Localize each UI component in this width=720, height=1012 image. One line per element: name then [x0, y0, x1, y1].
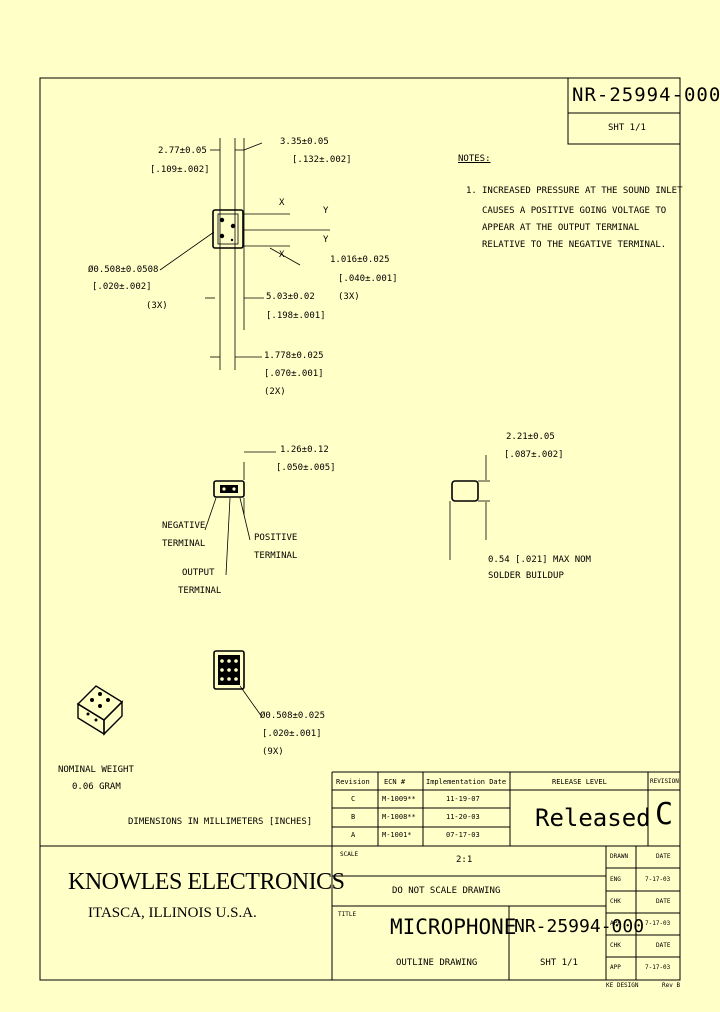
dim-label: (3X): [338, 292, 360, 302]
part-number: NR-25994-000: [572, 84, 720, 106]
approval-role: ENG: [610, 876, 621, 883]
approval-date-label: DATE: [656, 942, 671, 949]
weight-value: 0.06 GRAM: [72, 782, 121, 792]
dim-label: 1.016±0.025: [330, 255, 390, 265]
dim-y-label: Y: [323, 206, 329, 216]
dim-label: [.040±.001]: [338, 274, 398, 284]
isometric-view: [76, 685, 124, 736]
note-number: 1.: [466, 186, 477, 196]
dim-label: [.020±.001]: [262, 729, 322, 739]
approval-role: APP: [610, 920, 621, 927]
footer-right: Rev B: [662, 982, 681, 989]
outer-border: [39, 77, 681, 981]
dim-label: 1.778±0.025: [264, 351, 324, 361]
title-part-number: NR-25994-000: [514, 916, 645, 937]
approval-role: CHK: [610, 942, 621, 949]
company-location: ITASCA, ILLINOIS U.S.A.: [88, 905, 257, 921]
dim-x-label: X: [279, 198, 285, 208]
dim-label: (2X): [264, 387, 286, 397]
revision-cell: 07-17-03: [446, 831, 480, 839]
side-view: [449, 455, 490, 560]
approval-date: 7-17-03: [645, 920, 671, 927]
drawing-subtitle: OUTLINE DRAWING: [396, 958, 478, 968]
revision-cell: C: [351, 795, 356, 803]
front-view: [204, 451, 276, 576]
notes-heading: NOTES:: [458, 154, 491, 164]
note-line: APPEAR AT THE OUTPUT TERMINAL: [482, 223, 640, 233]
positive-terminal-label: TERMINAL: [254, 551, 298, 561]
output-terminal-label: TERMINAL: [178, 586, 222, 596]
revision-table-header: ECN #: [384, 778, 406, 786]
revision-cell: M-1001*: [382, 831, 412, 839]
approval-date-label: DATE: [656, 853, 671, 860]
drawing-title: MICROPHONE: [390, 915, 517, 939]
revision-table-header: Revision: [336, 778, 370, 786]
units-note: DIMENSIONS IN MILLIMETERS [INCHES]: [128, 817, 313, 827]
dim-label: [.198±.001]: [266, 311, 326, 321]
dim-y-label: Y: [323, 235, 329, 245]
dim-label: 5.03±0.02: [266, 292, 315, 302]
positive-terminal-label: POSITIVE: [254, 533, 298, 543]
release-level-label: RELEASE LEVEL: [552, 778, 607, 786]
revision-table-header: Implementation Date: [426, 778, 507, 786]
dim-label: 0.54 [.021] MAX NOM: [488, 555, 591, 565]
bottom-view: [213, 650, 263, 718]
title-label: TITLE: [338, 911, 357, 918]
dim-label: [.020±.002]: [92, 282, 152, 292]
dim-label: 3.35±0.05: [280, 137, 329, 147]
revision-cell: B: [351, 813, 356, 821]
approval-role: CHK: [610, 898, 621, 905]
note-line: INCREASED PRESSURE AT THE SOUND INLET: [482, 186, 683, 196]
negative-terminal-label: TERMINAL: [162, 539, 206, 549]
dim-label: 1.26±0.12: [280, 445, 329, 455]
sheet-number: SHT 1/1: [608, 123, 646, 133]
approval-date: 7-17-03: [645, 876, 671, 883]
dim-label: [.087±.002]: [504, 450, 564, 460]
scale-label: SCALE: [340, 851, 359, 858]
weight-label: NOMINAL WEIGHT: [58, 765, 134, 775]
top-view: [159, 138, 330, 370]
dim-x-label: X: [279, 250, 285, 260]
note-line: RELATIVE TO THE NEGATIVE TERMINAL.: [482, 240, 667, 250]
revision-cell: M-1009**: [382, 795, 416, 803]
dim-label: (9X): [262, 747, 284, 757]
dim-label: 2.77±0.05: [158, 146, 207, 156]
note-line: CAUSES A POSITIVE GOING VOLTAGE TO: [482, 206, 667, 216]
dim-label: [.050±.005]: [276, 463, 336, 473]
dim-label: Ø0.508±0.025: [260, 711, 326, 721]
footer-left: KE DESIGN: [606, 982, 639, 989]
revision-cell: M-1008**: [382, 813, 416, 821]
output-terminal-label: OUTPUT: [182, 568, 215, 578]
dim-label: 2.21±0.05: [506, 432, 555, 442]
negative-terminal-label: NEGATIVE: [162, 521, 206, 531]
dim-label: (3X): [146, 301, 168, 311]
title-sheet: SHT 1/1: [540, 958, 578, 968]
revision-letter: C: [655, 797, 674, 832]
approval-role: DRAWN: [610, 853, 629, 860]
approval-date-label: DATE: [656, 898, 671, 905]
do-not-scale: DO NOT SCALE DRAWING: [392, 886, 501, 896]
part-number-box: [567, 77, 681, 145]
approval-date: 7-17-03: [645, 964, 671, 971]
dim-label: [.109±.002]: [150, 165, 210, 175]
scale-value: 2:1: [456, 855, 473, 865]
revision-cell: 11-19-07: [446, 795, 480, 803]
revision-cell: 11-20-03: [446, 813, 480, 821]
approval-role: APP: [610, 964, 621, 971]
dim-label: [.132±.002]: [292, 155, 352, 165]
dim-label: SOLDER BUILDUP: [488, 571, 564, 581]
revision-label: REVISION: [650, 778, 679, 785]
release-level: Released: [535, 804, 651, 832]
dim-label: Ø0.508±0.0508: [88, 265, 159, 275]
company-name: KNOWLES ELECTRONICS: [68, 869, 345, 895]
revision-cell: A: [351, 831, 356, 839]
dim-label: [.070±.001]: [264, 369, 324, 379]
